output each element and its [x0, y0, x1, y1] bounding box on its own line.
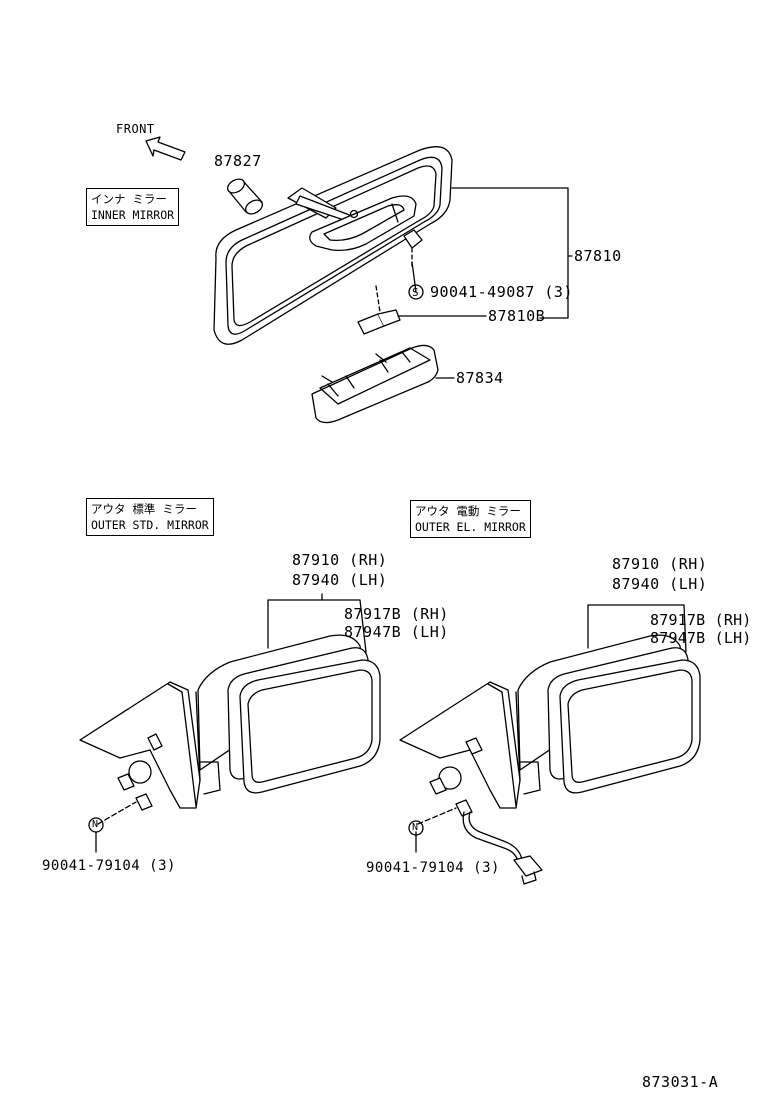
- outer-el-title-box: アウタ 電動 ミラー OUTER EL. MIRROR: [410, 500, 531, 538]
- inner-mirror-title-box: インナ ミラー INNER MIRROR: [86, 188, 180, 226]
- el-nut-symbol-circle: [408, 820, 424, 836]
- outer-el-title-en: OUTER EL. MIRROR: [415, 520, 526, 534]
- outer-el-title-jp: アウタ 電動 ミラー: [415, 504, 521, 518]
- part-87810: 87810: [574, 247, 622, 265]
- leader-el-mirror: [587, 604, 687, 653]
- std-nut-part: 90041-79104 (3): [42, 858, 176, 874]
- bushing-87827-part: [226, 178, 264, 215]
- std-nut-symbol-circle: [88, 817, 104, 833]
- front-label: FRONT: [116, 122, 155, 136]
- screw-symbol-circle: [408, 284, 424, 300]
- el-nut-part: 90041-79104 (3): [366, 860, 500, 876]
- el-mirror-lh: 87940 (LH): [612, 575, 708, 593]
- outer-std-title-box: アウタ 標準 ミラー OUTER STD. MIRROR: [86, 498, 214, 536]
- std-glass-lh: 87947B (LH): [344, 623, 449, 641]
- outer-el-mirror-part: [399, 634, 701, 885]
- part-87834: 87834: [456, 369, 504, 387]
- inner-mirror-title-jp: インナ ミラー: [91, 192, 167, 206]
- std-nut-symbol: N: [92, 819, 99, 830]
- inner-mirror-title-en: INNER MIRROR: [91, 208, 175, 222]
- std-mirror-rh: 87910 (RH): [292, 551, 388, 569]
- el-glass-rh: 87917B (RH): [650, 611, 752, 629]
- outer-std-title-en: OUTER STD. MIRROR: [91, 518, 209, 532]
- part-90041-49087: 90041-49087 (3): [430, 283, 573, 301]
- std-glass-rh: 87917B (RH): [344, 605, 449, 623]
- el-mirror-rh: 87910 (RH): [612, 555, 708, 573]
- lens-87834-part: [311, 344, 439, 424]
- inner-mirror-part: [213, 146, 453, 345]
- leader-87810: [451, 187, 573, 319]
- std-mirror-lh: 87940 (LH): [292, 571, 388, 589]
- part-87810B: 87810B: [488, 307, 546, 325]
- bulb-87810B-part: [357, 285, 401, 335]
- outer-std-mirror-part: [79, 634, 381, 825]
- leader-90041-49087: [411, 261, 417, 293]
- screw-symbol: S: [412, 286, 420, 299]
- el-glass-lh: 87947B (LH): [650, 629, 752, 647]
- el-nut-symbol: N: [412, 822, 419, 833]
- figure-code: 873031-A: [642, 1073, 719, 1091]
- front-arrow-icon: [145, 136, 186, 161]
- part-87827: 87827: [214, 152, 262, 170]
- outer-std-title-jp: アウタ 標準 ミラー: [91, 502, 197, 516]
- leader-std-mirror: [267, 593, 367, 653]
